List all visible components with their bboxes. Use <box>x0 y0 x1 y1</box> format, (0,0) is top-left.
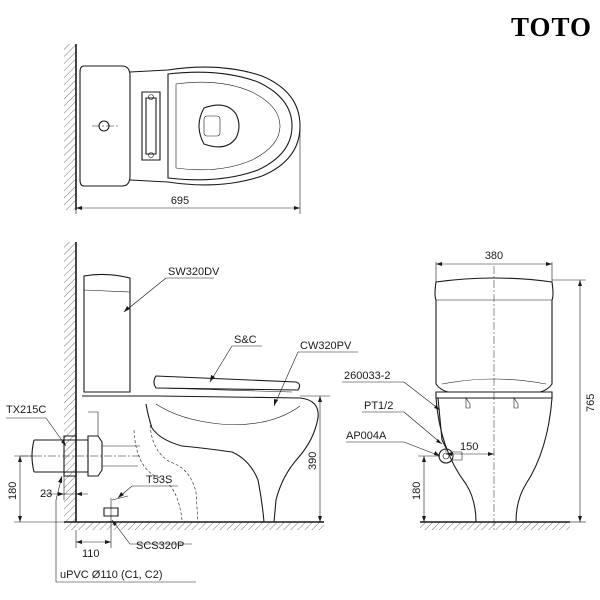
label-floor-flange: SCS320P <box>136 540 184 552</box>
label-tank: SW320DV <box>168 266 220 278</box>
dim-front-pipe-height: 180 <box>411 482 423 500</box>
dim-wall-offset: 23 <box>40 488 52 500</box>
toto-logo: TOTO <box>511 12 592 42</box>
label-angle-valve: AP004A <box>346 430 387 442</box>
top-view: 695 <box>64 44 301 214</box>
front-view: 380 765 180 150 260033-2 PT1/2 <box>342 250 597 530</box>
side-view: SW320DV S&C CW320PV TX215C T53S SCS320P … <box>6 242 358 583</box>
label-pipe: uPVC Ø110 (C1, C2) <box>60 569 163 581</box>
top-view-bowl-opening <box>198 104 240 148</box>
top-view-tank <box>79 65 131 187</box>
label-bolt: T53S <box>146 474 172 486</box>
label-seat-cover: S&C <box>234 334 257 346</box>
side-view-bowl <box>82 395 319 523</box>
dim-front-width: 380 <box>485 250 503 262</box>
side-view-floor-flange <box>103 507 119 517</box>
dim-side-pipe-height: 180 <box>7 482 19 500</box>
side-view-wall-hatch <box>64 242 76 522</box>
label-bowl: CW320PV <box>300 340 352 352</box>
front-view-hose <box>437 397 447 449</box>
front-view-tank <box>434 277 554 393</box>
side-view-floor-hatch <box>64 522 324 530</box>
dim-top-length: 695 <box>171 195 189 207</box>
front-view-bowl <box>435 397 553 523</box>
dim-front-height: 765 <box>585 394 597 412</box>
label-wall-flange: TX215C <box>6 404 46 416</box>
top-view-wall-hatch <box>64 44 76 210</box>
dim-side-height: 390 <box>307 452 319 470</box>
dim-outlet-offset: 110 <box>82 548 100 560</box>
dim-angle-valve-offset: 150 <box>460 441 478 453</box>
label-thread: PT1/2 <box>364 400 393 412</box>
side-view-waste-pipe <box>34 439 88 473</box>
label-hose: 260033-2 <box>344 370 391 382</box>
side-view-seat-cover <box>153 375 301 391</box>
side-view-tank <box>83 273 131 393</box>
front-view-floor-hatch <box>420 522 570 530</box>
top-view-hinge <box>141 91 161 161</box>
